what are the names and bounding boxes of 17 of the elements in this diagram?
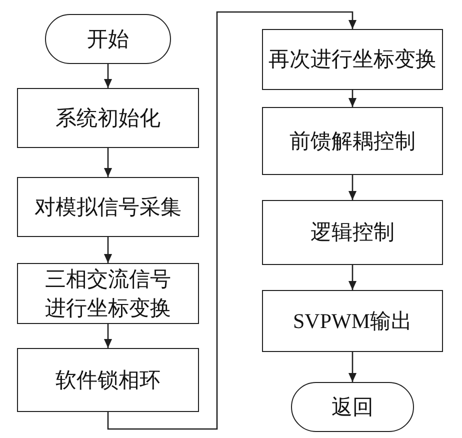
process-box: 软件锁相环 [17,348,199,412]
arrow [104,148,112,177]
process-box: 再次进行坐标变换 [262,29,443,90]
process-box: SVPWM输出 [262,290,443,352]
arrow [104,64,112,88]
arrow [348,90,357,107]
arrow [107,11,357,430]
arrow [104,324,112,348]
arrow [104,237,112,263]
process-box: 前馈解耦控制 [262,107,443,175]
process-box: 系统初始化 [17,88,199,148]
process-box: 逻辑控制 [262,200,443,265]
process-box: 三相交流信号进行坐标变换 [17,263,199,324]
arrow [348,352,357,382]
arrow [348,265,357,290]
arrow [348,175,357,200]
process-box: 对模拟信号采集 [17,177,199,237]
